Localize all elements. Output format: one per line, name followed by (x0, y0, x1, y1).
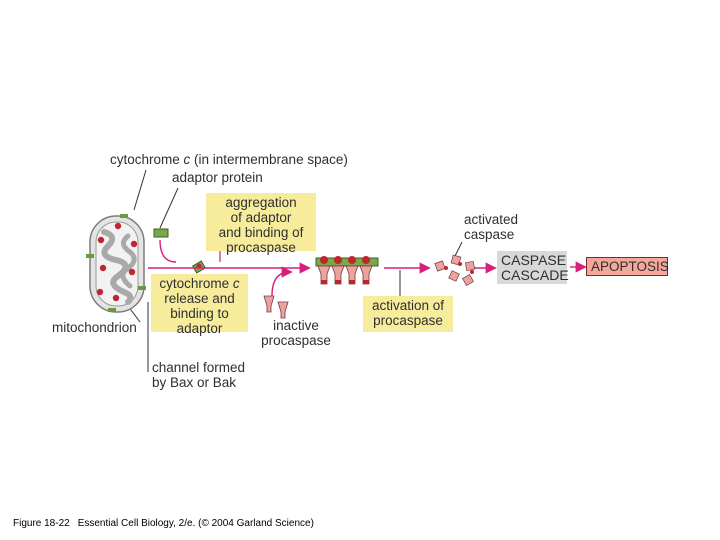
cytochrome-adaptor-complex-icon (191, 260, 207, 274)
inactive-procaspase-label: inactive procaspase (261, 318, 331, 348)
mitochondrion-icon (86, 214, 146, 313)
adaptor-protein-icon (153, 228, 169, 238)
figure-number: Figure 18-22 (13, 518, 70, 529)
caspase-cascade-box: CASPASE CASCADE (497, 251, 569, 284)
apoptosis-box: APOPTOSIS (586, 257, 669, 276)
inactive-procaspase-icon (263, 295, 289, 319)
channel-label: channel formed by Bax or Bak (152, 360, 246, 390)
mitochondrion-label: mitochondrion (52, 320, 137, 335)
cytochrome-pointer-line (133, 169, 147, 211)
cytochrome-label: cytochrome c (in intermembrane space) (110, 152, 348, 167)
activated-caspase-icon (434, 254, 476, 286)
figure-caption: Figure 18-22 Essential Cell Biology, 2/e.… (13, 518, 314, 529)
adaptor-pointer-line (159, 187, 179, 229)
figure-credit: Essential Cell Biology, 2/e. (© 2004 Gar… (77, 518, 314, 529)
procaspase-arrow (271, 266, 293, 297)
activation-box: activation of procaspase (363, 296, 453, 332)
apoptosome-icon (315, 256, 379, 285)
adaptor-protein-label: adaptor protein (172, 170, 263, 185)
release-box: cytochrome c release and binding to adap… (151, 274, 248, 336)
activated-caspase-label: activated caspase (464, 212, 519, 242)
adaptor-arrow (159, 239, 177, 263)
aggregation-box: aggregation of adaptor and binding of pr… (206, 193, 316, 255)
